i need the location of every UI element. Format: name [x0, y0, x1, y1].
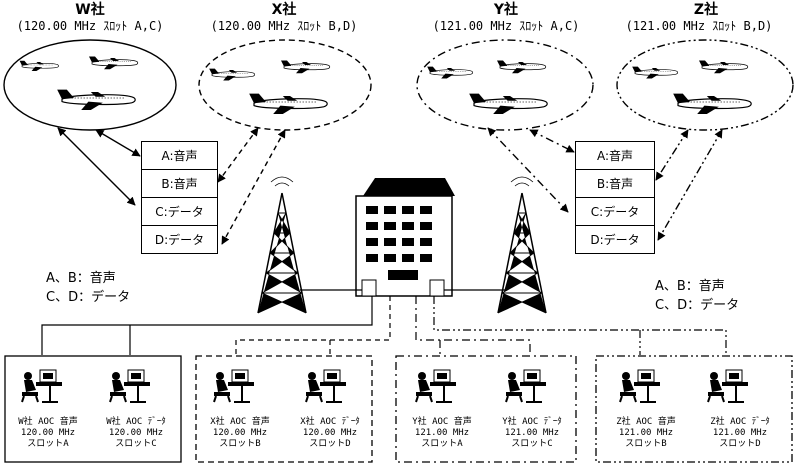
operator-workstation-icon: [21, 369, 63, 403]
operator-workstation-icon: [619, 369, 661, 403]
y-office-box: [395, 355, 577, 463]
airplane-icon: [248, 92, 328, 115]
z-office-box: [595, 355, 793, 463]
company-y-freq: (121.00 MHz ｽﾛｯﾄ A,C): [432, 19, 580, 33]
arrow-w-c: [95, 129, 141, 157]
ground-station-building-icon: [355, 178, 455, 297]
company-x-title: X社: [271, 2, 297, 18]
airplane-icon: [208, 68, 256, 81]
left-antenna-tower-icon: [257, 192, 307, 314]
slot-right-c: C:データ: [575, 197, 655, 226]
company-x-freq: (120.00 MHz ｽﾛｯﾄ B,D): [210, 19, 358, 33]
airplane-icon: [672, 92, 752, 115]
operator-workstation-icon: [505, 369, 547, 403]
airplane-icon: [280, 60, 331, 74]
slot-left-d: D:データ: [141, 225, 218, 254]
w-group-ellipse: [3, 39, 177, 131]
operator-workstation-icon: [415, 369, 457, 403]
legend-left-voice: A、B：音声: [46, 271, 116, 286]
legend-right-data: C、D：データ: [655, 298, 740, 313]
airplane-icon: [19, 60, 59, 72]
company-y-title: Y社: [493, 2, 519, 18]
airplane-icon: [88, 56, 139, 70]
airplane-icon: [631, 66, 679, 79]
legend-left-data: C、D：データ: [46, 290, 131, 305]
arrow-y-c: [529, 129, 575, 153]
legend-right-voice: A、B：音声: [655, 279, 725, 294]
company-w-title: W社: [75, 2, 105, 18]
company-w-freq: (120.00 MHz ｽﾛｯﾄ A,C): [16, 19, 164, 33]
w-office-box: [4, 355, 182, 463]
airplane-icon: [56, 89, 136, 111]
company-z-freq: (121.00 MHz ｽﾛｯﾄ B,D): [625, 19, 773, 33]
right-antenna-tower-icon: [497, 192, 547, 314]
arrow-w-a: [57, 127, 136, 206]
arrow-z-d: [657, 129, 723, 241]
arrow-y-a: [487, 127, 569, 213]
airplane-icon: [496, 60, 547, 74]
operator-workstation-icon: [109, 369, 151, 403]
slot-right-d: D:データ: [575, 225, 655, 254]
slot-left-c: C:データ: [141, 197, 218, 226]
operator-workstation-icon: [305, 369, 347, 403]
operator-workstation-icon: [707, 369, 749, 403]
x-office-box: [195, 355, 373, 463]
z-group-ellipse: [616, 39, 794, 131]
airplane-icon: [426, 66, 474, 79]
operator-workstation-icon: [213, 369, 255, 403]
airplane-icon: [468, 92, 548, 115]
arrow-x-d: [221, 129, 286, 245]
arrow-x-b: [217, 127, 259, 183]
slot-right-a: A:音声: [575, 141, 655, 170]
slot-right-b: B:音声: [575, 169, 655, 198]
y-group-ellipse: [416, 39, 594, 131]
arrow-z-b: [655, 129, 689, 181]
x-group-ellipse: [198, 39, 372, 131]
company-z-title: Z社: [693, 2, 719, 18]
slot-left-a: A:音声: [141, 141, 218, 170]
airplane-icon: [698, 60, 749, 74]
slot-left-b: B:音声: [141, 169, 218, 198]
